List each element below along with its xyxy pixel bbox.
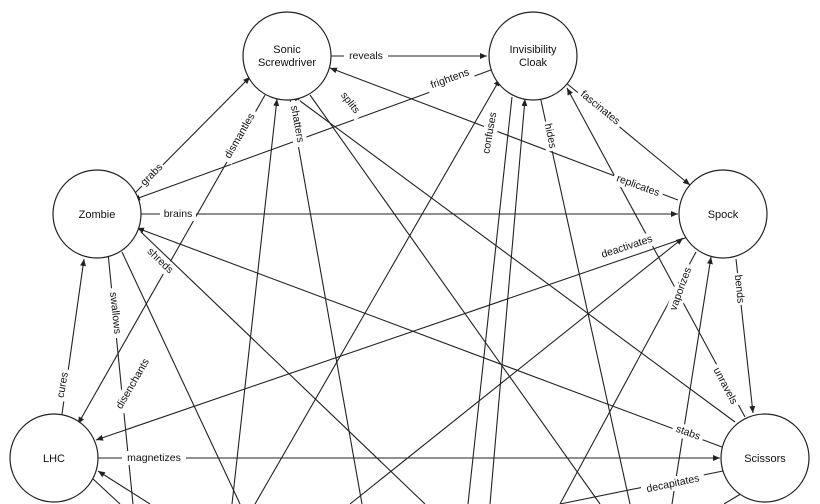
svg-text:deactivates: deactivates (600, 233, 654, 261)
node-label: LHC (43, 453, 65, 465)
edge-to-cloak-from-below-a (254, 78, 501, 504)
edge-shreds (140, 231, 426, 504)
svg-text:frightens: frightens (429, 66, 471, 91)
node-zombie[interactable]: Zombie (52, 169, 142, 259)
node-label-line-2: Cloak (519, 57, 548, 69)
svg-text:bends: bends (732, 274, 747, 304)
svg-text:hides: hides (542, 122, 559, 149)
label-bends: bends (730, 272, 748, 306)
edge-to-sonic-from-below-a (231, 98, 280, 504)
svg-text:cures: cures (55, 371, 71, 398)
edge-shatters (289, 98, 363, 504)
edge-labels: reveals frightens fascinates grabs disma… (53, 48, 748, 498)
svg-text:magnetizes: magnetizes (127, 452, 181, 464)
label-reveals: reveals (344, 48, 388, 63)
node-label-line-1: Sonic (273, 44, 301, 56)
node-label: Zombie (79, 209, 116, 221)
node-label-line-1: Invisibility (509, 44, 557, 56)
node-label-line-2: Screwdriver (258, 57, 316, 69)
label-shatters: shatters (286, 100, 308, 148)
node-spock[interactable]: Spock (678, 169, 768, 259)
label-cures: cures (53, 368, 73, 402)
node-label: Spock (708, 209, 739, 221)
edge-hides (539, 95, 631, 504)
label-stabs: stabs (670, 420, 706, 446)
edge-zombie-down (121, 251, 241, 504)
label-vaporizes: vaporizes (665, 262, 697, 316)
svg-text:decapitates: decapitates (645, 472, 700, 495)
edge-confuses (467, 96, 513, 504)
node-sonic-screwdriver[interactable]: Sonic Screwdriver (242, 11, 332, 101)
label-replicates: replicates (611, 170, 665, 202)
node-invisibility-cloak[interactable]: Invisibility Cloak (488, 11, 578, 101)
node-scissors[interactable]: Scissors (720, 413, 810, 503)
label-swallows: swallows (105, 287, 125, 339)
nodes: Sonic Screwdriver Invisibility Cloak Zom… (9, 11, 810, 503)
label-disenchants: disenchants (111, 354, 155, 414)
label-fascinates: fascinates (574, 85, 626, 131)
label-decapitates: decapitates (640, 470, 706, 498)
node-lhc[interactable]: LHC (9, 413, 99, 503)
label-splits: splits (334, 85, 366, 121)
svg-text:brains: brains (164, 208, 193, 220)
edge-unravels (566, 87, 746, 418)
label-unravels: unravels (708, 362, 742, 410)
edges (61, 53, 756, 504)
label-confuses: confuses (478, 108, 502, 158)
edge-shatters-branch (291, 94, 736, 423)
edge-to-spock-from-below-a (349, 237, 684, 504)
label-brains: brains (160, 207, 196, 221)
edge-stabs (136, 227, 723, 448)
edge-to-lhc-from-below (97, 470, 151, 504)
svg-text:replicates: replicates (615, 172, 661, 199)
label-frightens: frightens (425, 64, 475, 94)
svg-text:dismantles: dismantles (222, 111, 257, 160)
edge-deactivates (95, 236, 689, 441)
node-label: Scissors (744, 453, 786, 465)
label-shreds: shreds (142, 243, 178, 279)
edge-splits (309, 94, 601, 504)
svg-text:reveals: reveals (349, 50, 383, 62)
svg-text:vaporizes: vaporizes (667, 266, 694, 312)
label-hides: hides (540, 119, 560, 153)
label-magnetizes: magnetizes (122, 451, 186, 465)
svg-text:swallows: swallows (107, 291, 123, 334)
edge-lhc-to-below-a (91, 477, 121, 504)
edge-to-spock-from-below-b (671, 256, 713, 504)
edge-to-cloak-from-below-b (489, 98, 528, 504)
